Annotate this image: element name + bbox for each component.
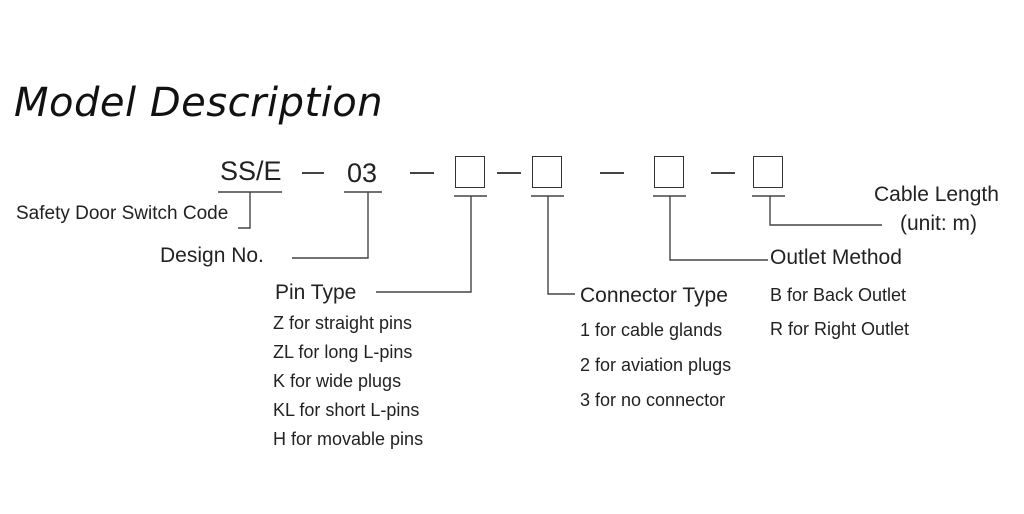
connector-type-placeholder-box bbox=[532, 156, 562, 188]
outlet-method-option: B for Back Outlet bbox=[770, 285, 907, 305]
cable-length-placeholder-box bbox=[753, 156, 783, 188]
cable-length-label: Cable Length bbox=[874, 183, 999, 206]
pin-type-option: ZL for long L-pins bbox=[273, 342, 413, 362]
code-dash-5 bbox=[711, 172, 735, 174]
pin-type-label: Pin Type bbox=[275, 281, 357, 304]
safety-door-switch-code-label: Safety Door Switch Code bbox=[16, 203, 229, 224]
code-design-no: 03 bbox=[347, 158, 378, 188]
code-dash-4 bbox=[600, 172, 624, 174]
code-dash-1 bbox=[302, 172, 324, 174]
design-no-label: Design No. bbox=[160, 244, 264, 267]
connector-type-option: 3 for no connector bbox=[580, 390, 726, 410]
pin-type-option: Z for straight pins bbox=[273, 313, 413, 333]
connector-type-option: 2 for aviation plugs bbox=[580, 355, 732, 375]
outlet-method-label: Outlet Method bbox=[770, 246, 902, 269]
outlet-method-option: R for Right Outlet bbox=[770, 319, 910, 339]
code-dash-3 bbox=[497, 172, 521, 174]
pin-type-option: K for wide plugs bbox=[273, 371, 402, 391]
connector-type-label: Connector Type bbox=[580, 284, 728, 307]
page-title: Model Description bbox=[14, 80, 384, 126]
connector-type-option: 1 for cable glands bbox=[580, 320, 723, 340]
outlet-method-placeholder-box bbox=[654, 156, 684, 188]
code-prefix: SS/E bbox=[220, 156, 282, 186]
cable-length-unit-label: (unit: m) bbox=[900, 212, 978, 235]
pin-type-option: KL for short L-pins bbox=[273, 400, 420, 420]
pin-type-placeholder-box bbox=[455, 156, 485, 188]
code-dash-2 bbox=[410, 172, 434, 174]
pin-type-option: H for movable pins bbox=[273, 429, 424, 449]
